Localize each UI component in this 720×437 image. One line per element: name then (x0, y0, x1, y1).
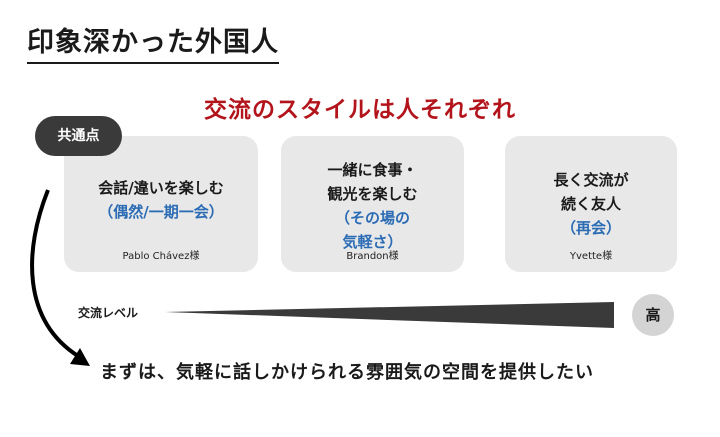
card-person-name: Pablo Chávez様 (122, 251, 200, 262)
headline: 交流のスタイルは人それぞれ (204, 97, 516, 123)
card-friendship: 長く交流が 続く友人 （再会） Yvette様 (505, 136, 677, 272)
card-accent-text: 気軽さ） (342, 233, 403, 251)
card-text: 一緒に食事・ (327, 161, 418, 179)
bottom-message: まずは、気軽に話しかけられる雰囲気の空間を提供したい (100, 362, 594, 383)
card-text: 会話/違いを楽しむ (98, 179, 224, 197)
card-conversation: 会話/違いを楽しむ （偶然/一期一会） Pablo Chávez様 (64, 136, 258, 272)
card-text: 続く友人 (560, 195, 621, 213)
card-person-name: Brandon様 (346, 251, 399, 262)
card-accent-text: （その場の (334, 209, 410, 227)
card-dining: 一緒に食事・ 観光を楽しむ （その場の 気軽さ） Brandon様 (281, 136, 464, 272)
card-accent-text: （偶然/一期一会） (98, 203, 224, 221)
slide-title: 印象深かった外国人 (27, 20, 279, 64)
level-wedge (165, 302, 614, 328)
card-text: 長く交流が (553, 171, 629, 189)
card-person-name: Yvette様 (569, 251, 613, 262)
high-level-badge: 高 (632, 294, 674, 336)
level-label: 交流レベル (78, 306, 139, 320)
card-text: 観光を楽しむ (327, 185, 418, 203)
card-accent-text: （再会） (560, 219, 621, 237)
common-point-badge: 共通点 (35, 116, 122, 156)
